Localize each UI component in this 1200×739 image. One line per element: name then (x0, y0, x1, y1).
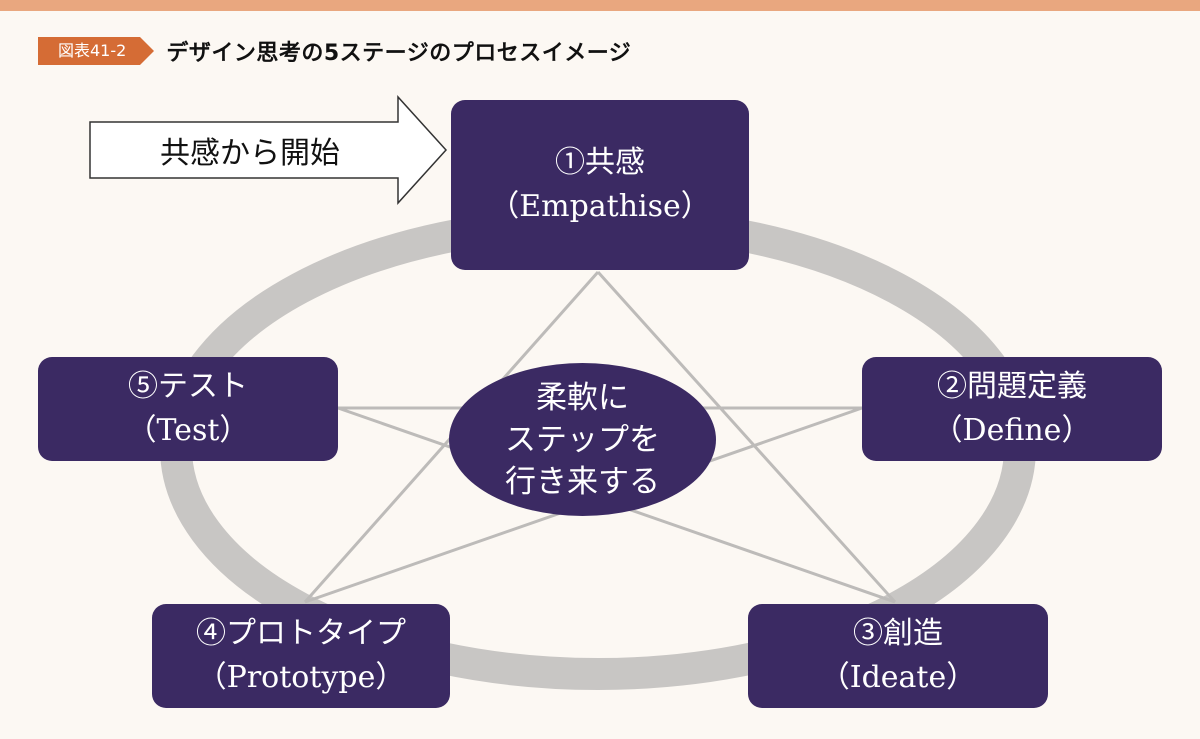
stage-title: ⑤テスト (128, 369, 248, 404)
top-accent-bar (0, 0, 1200, 11)
star-line-empathise-ideate (596, 270, 897, 604)
stage-title: ①共感 (555, 145, 645, 180)
stage-title: ④プロトタイプ (196, 616, 406, 651)
center-line: 行き来する (505, 463, 660, 500)
start-arrow-shape (89, 95, 448, 205)
figure-title: デザイン思考の5ステージのプロセスイメージ (166, 41, 632, 66)
figure-number-badge: 図表41-2 (38, 37, 141, 65)
center-hub: 柔軟に ステップを 行き来する (449, 363, 716, 516)
center-line: 柔軟に (536, 379, 629, 416)
stage-ideate: ③創造 （Ideate） (748, 604, 1048, 708)
stage-subtitle: （Prototype） (196, 660, 406, 695)
stage-title: ②問題定義 (937, 369, 1087, 404)
stage-subtitle: （Empathise） (489, 189, 711, 224)
stage-subtitle: （Define） (932, 413, 1092, 448)
stage-define: ②問題定義 （Define） (862, 357, 1162, 461)
stage-title: ③創造 (853, 616, 943, 651)
stage-subtitle: （Ideate） (819, 660, 977, 695)
stage-test: ⑤テスト （Test） (38, 357, 338, 461)
stage-empathise: ①共感 （Empathise） (451, 100, 749, 270)
start-arrow-label: 共感から開始 (160, 136, 340, 171)
figure-header: 図表41-2 デザイン思考の5ステージのプロセスイメージ (38, 37, 632, 66)
badge-arrow-icon (140, 37, 155, 65)
stage-subtitle: （Test） (126, 413, 250, 448)
center-line: ステップを (505, 421, 660, 458)
stage-prototype: ④プロトタイプ （Prototype） (152, 604, 450, 708)
